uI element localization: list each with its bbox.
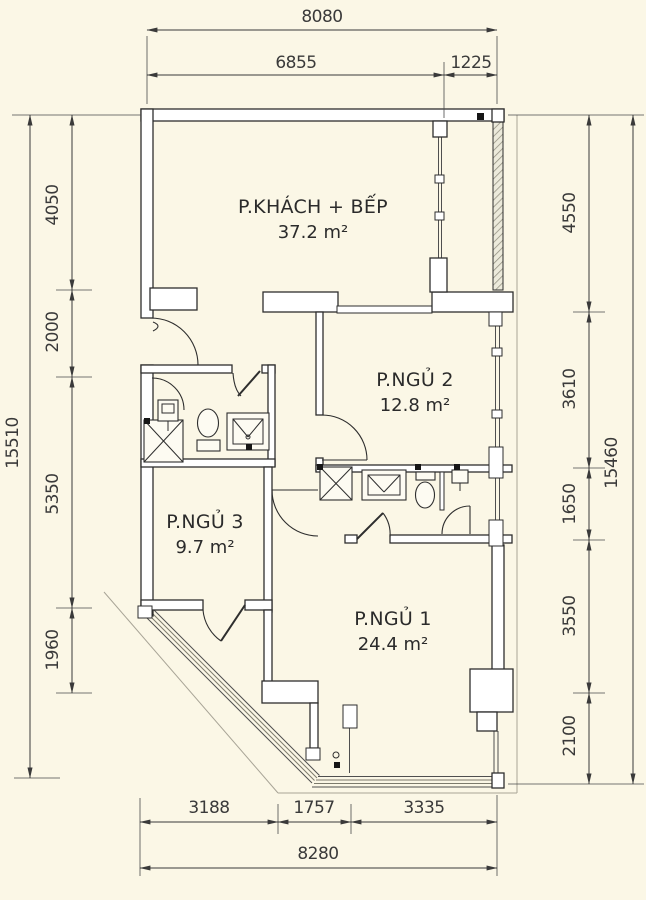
room-area: 37.2 m² [278, 222, 349, 243]
bathroom2-bottom-wall [389, 534, 513, 544]
dim-left-seg-1: 4050 [43, 184, 63, 225]
bathroom1-bottom-wall [140, 458, 276, 468]
right-wall-bottom-corner [491, 772, 505, 789]
dim-right-seg-2: 3610 [560, 368, 580, 409]
bedroom3-door [202, 604, 246, 642]
bedroom2-door [321, 414, 368, 461]
dim-top-seg-2: 1225 [450, 53, 491, 73]
room-name: P.NGỦ 3 [166, 508, 244, 533]
room-area: 24.4 m² [358, 634, 429, 655]
left-wall-upper [140, 108, 154, 319]
fixture-layer [157, 399, 469, 509]
vanity-sink-1 [226, 412, 270, 451]
entrance-door-arc [150, 317, 199, 366]
dim-top-overall: 8080 [301, 7, 342, 27]
dim-left-seg-2: 2000 [43, 311, 63, 352]
dimension-layer [12, 27, 644, 876]
entry-wall-stub [149, 287, 198, 311]
room-label-bedroom-3: P.NGỦ 3 9.7 m² [166, 508, 244, 558]
right-wall-mid [491, 544, 505, 672]
kitchen-low-wall [336, 305, 433, 314]
room-label-bedroom-1: P.NGỦ 1 24.4 m² [354, 605, 432, 655]
vanity-sink-2 [361, 469, 407, 501]
room-area: 9.7 m² [175, 537, 234, 558]
bathroom2-shower-partition [439, 471, 445, 511]
column-large [469, 668, 514, 713]
left-wall-lower [140, 364, 154, 617]
lavatory-1 [157, 399, 179, 431]
dim-left-seg-3: 5350 [43, 473, 63, 514]
dim-right-seg-4: 3550 [560, 595, 580, 636]
dim-right-seg-5: 2100 [560, 715, 580, 756]
bathroom1-top-wall [140, 364, 233, 374]
glass-partition-column-bottom [429, 257, 448, 293]
toilet-2 [414, 481, 436, 509]
room-label-living-kitchen: P.KHÁCH + BẾP 37.2 m² [238, 193, 388, 243]
marker-layer [144, 113, 484, 768]
dimension-text-layer: 8080 6855 1225 3188 1757 3335 8280 15510… [3, 7, 622, 864]
right-wall-top-corner [491, 108, 505, 123]
dim-left-overall: 15510 [3, 417, 23, 469]
bathroom2-door [356, 512, 391, 540]
dim-right-seg-3: 1650 [560, 483, 580, 524]
top-wall [140, 108, 505, 122]
shaft-layer [143, 419, 353, 501]
room-label-layer: P.KHÁCH + BẾP 37.2 m² P.NGỦ 2 12.8 m² P.… [166, 193, 454, 655]
bathroom2-top-wall [315, 464, 513, 473]
dim-right-seg-1: 4550 [560, 192, 580, 233]
column-small [476, 711, 498, 732]
dim-bottom-seg-1: 3188 [188, 798, 229, 818]
bedroom3-bottom-wall [140, 599, 204, 611]
kitchen-wall [262, 291, 339, 313]
bedroom2-left-wall [315, 311, 324, 416]
door-layer [150, 317, 471, 642]
room-name: P.KHÁCH + BẾP [238, 193, 388, 218]
toilet-1 [196, 408, 220, 438]
dim-bottom-overall: 8280 [297, 844, 338, 864]
room-area: 12.8 m² [380, 395, 451, 416]
technical-shaft-2 [319, 466, 353, 501]
dim-bottom-seg-2: 1757 [293, 798, 334, 818]
technical-shaft-1 [143, 419, 184, 463]
dim-right-overall: 15460 [602, 437, 622, 489]
dim-left-seg-4: 1960 [43, 629, 63, 670]
bathroom1-door [232, 370, 261, 397]
window-band-living [492, 121, 504, 291]
bedroom1-door [271, 489, 319, 537]
bathroom1-inner-arc [151, 377, 185, 411]
loggia-wall [261, 680, 319, 704]
dim-top-seg-1: 6855 [275, 53, 316, 73]
dim-bottom-seg-3: 3335 [403, 798, 444, 818]
glass-partition-column-top [432, 120, 448, 138]
bedroom3-right-wall [263, 466, 273, 613]
boundary-lines [103, 115, 518, 794]
room-name: P.NGỦ 2 [376, 366, 454, 391]
window-layer [140, 121, 504, 788]
living-bedroom2-wall [431, 291, 514, 313]
room-name: P.NGỦ 1 [354, 605, 432, 630]
room-label-bedroom-2: P.NGỦ 2 12.8 m² [376, 366, 454, 416]
shower-head [451, 469, 469, 491]
shower-door [441, 505, 471, 535]
wall-layer [137, 108, 514, 789]
